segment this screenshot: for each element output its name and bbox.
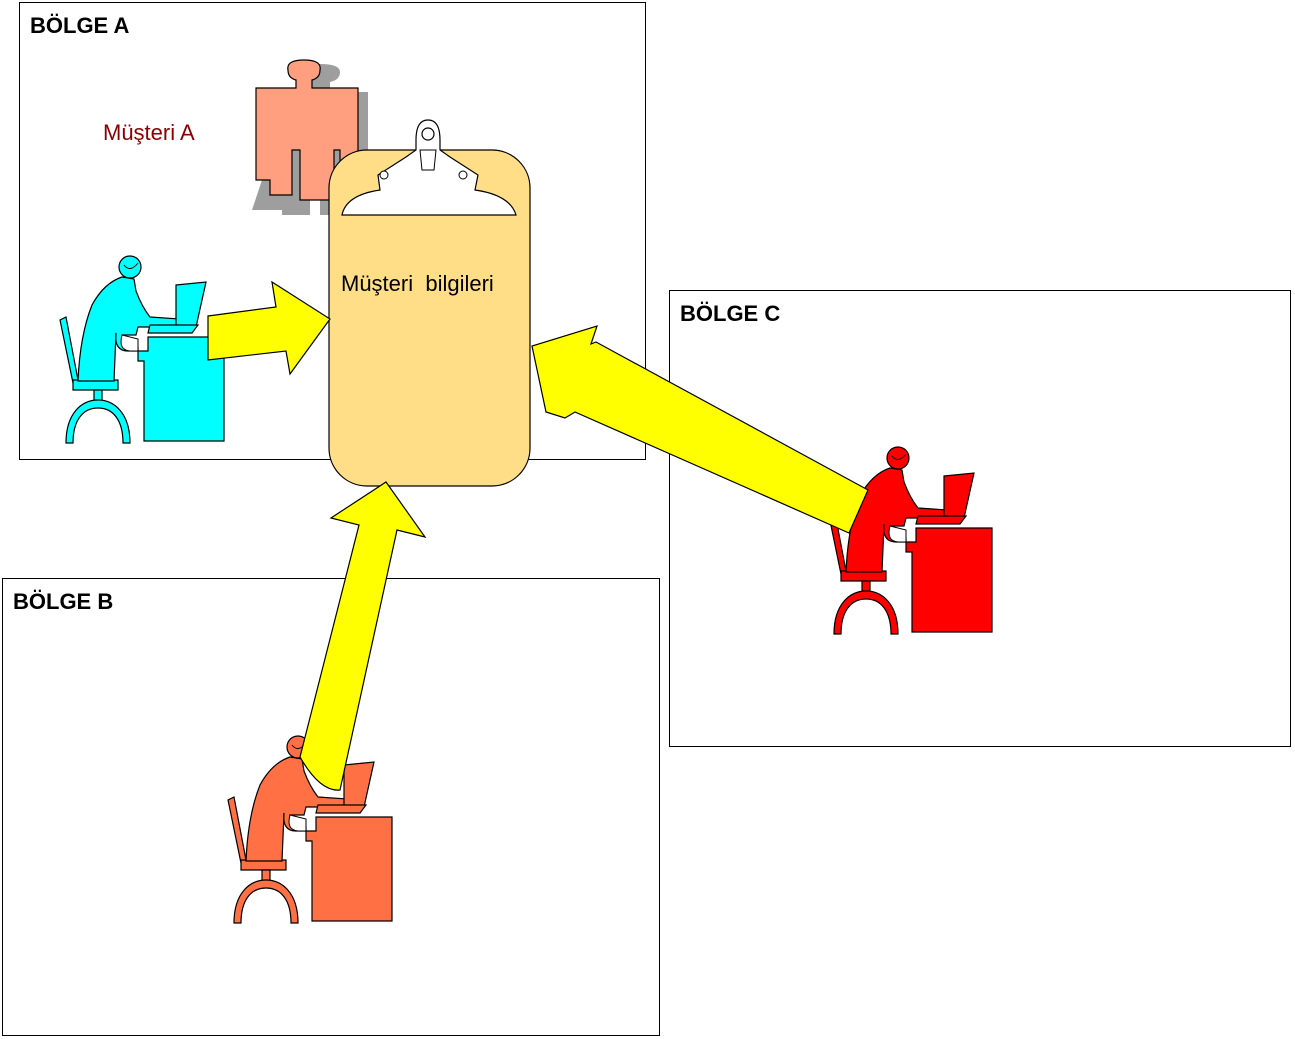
region-b-title: BÖLGE B [13, 589, 114, 614]
arrow-a-to-clipboard [207, 280, 331, 376]
region-c-title: BÖLGE C [680, 301, 781, 326]
worker-a-icon [59, 255, 225, 444]
region-a-title: BÖLGE A [30, 13, 130, 38]
arrow-c-to-clipboard [531, 325, 869, 534]
worker-c-icon [827, 446, 993, 635]
clipboard-label: Müşteri bilgileri [341, 271, 494, 296]
arrow-b-to-clipboard [299, 481, 427, 791]
region-c-frame: BÖLGE C [669, 290, 1291, 747]
customer-label: Müşteri A [103, 120, 195, 145]
clipboard-icon [328, 119, 531, 487]
customer-body [255, 59, 359, 201]
